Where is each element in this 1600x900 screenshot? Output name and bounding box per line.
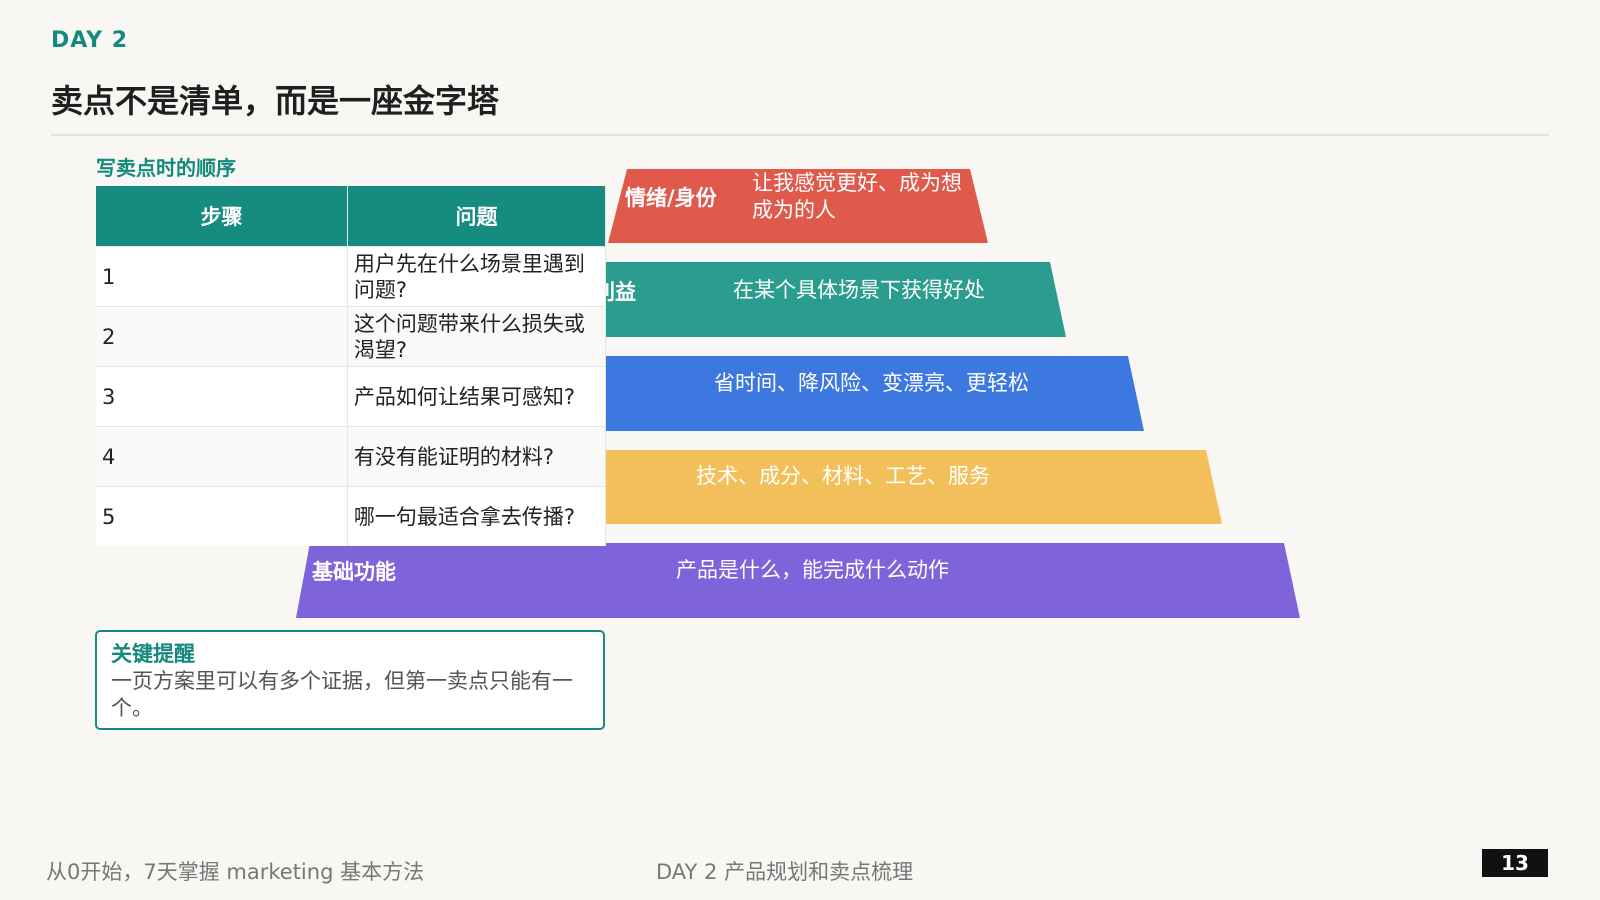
pyramid-level-3-text: 省时间、降风险、变漂亮、更轻松 — [714, 371, 1029, 395]
step-cell: 3 — [96, 366, 348, 427]
question-cell: 有没有能证明的材料? — [347, 426, 607, 487]
pyramid-level-3-band — [455, 356, 1144, 431]
step-cell: 5 — [96, 486, 348, 546]
question-cell: 哪一句最适合拿去传播? — [347, 486, 607, 546]
day-tag: DAY 2 — [51, 28, 129, 53]
table-row: 1 用户先在什么场景里遇到问题? — [96, 246, 607, 307]
question-cell: 这个问题带来什么损失或渴望? — [347, 306, 607, 367]
page-number: 13 — [1482, 849, 1548, 877]
pyramid-level-2-band — [555, 262, 1066, 337]
pyramid-level-1-text: 让我感觉更好、成为想成为的人 — [752, 171, 962, 222]
reminder-title: 关键提醒 — [111, 642, 195, 666]
pyramid-level-1-label: 情绪/身份 — [625, 186, 717, 210]
page-title: 卖点不是清单，而是一座金字塔 — [51, 82, 500, 120]
footer-section-name: DAY 2 产品规划和卖点梳理 — [656, 860, 914, 884]
steps-table: 步骤 问题 1 用户先在什么场景里遇到问题? 2 这个问题带来什么损失或渴望? … — [96, 186, 607, 546]
table-row: 4 有没有能证明的材料? — [96, 426, 607, 487]
reminder-body: 一页方案里可以有多个证据，但第一卖点只能有一个。 — [111, 669, 573, 720]
table-row: 2 这个问题带来什么损失或渴望? — [96, 306, 607, 367]
column-header-step: 步骤 — [96, 186, 348, 247]
pyramid-level-4-text: 技术、成分、材料、工艺、服务 — [696, 464, 990, 488]
pyramid-level-5-label: 基础功能 — [312, 560, 396, 584]
title-divider — [51, 134, 1549, 136]
key-reminder-box: 关键提醒 一页方案里可以有多个证据，但第一卖点只能有一个。 — [95, 630, 605, 730]
table-caption: 写卖点时的顺序 — [96, 156, 236, 180]
question-cell: 用户先在什么场景里遇到问题? — [347, 246, 607, 307]
footer-course-name: 从0开始，7天掌握 marketing 基本方法 — [46, 860, 425, 884]
table-row: 3 产品如何让结果可感知? — [96, 366, 607, 427]
pyramid-level-2-text: 在某个具体场景下获得好处 — [733, 278, 985, 302]
step-cell: 4 — [96, 426, 348, 487]
step-cell: 1 — [96, 246, 348, 307]
pyramid-level-5-band — [296, 543, 1300, 618]
pyramid-level-1-band — [608, 169, 988, 243]
table-row: 5 哪一句最适合拿去传播? — [96, 486, 607, 546]
pyramid-level-5-text: 产品是什么，能完成什么动作 — [676, 558, 949, 582]
question-cell: 产品如何让结果可感知? — [347, 366, 607, 427]
step-cell: 2 — [96, 306, 348, 367]
table-header-row: 步骤 问题 — [96, 186, 607, 247]
column-header-question: 问题 — [347, 186, 607, 247]
